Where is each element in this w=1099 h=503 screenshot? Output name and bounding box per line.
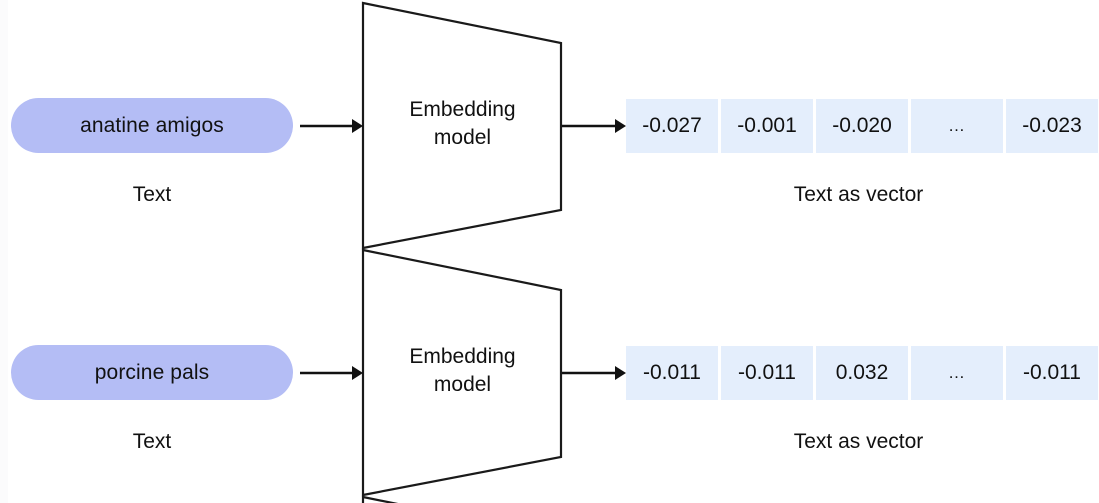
arrow-model-to-vector-2 (562, 366, 626, 380)
vector-cell: -0.027 (626, 99, 718, 153)
vector-row-2: -0.011 -0.011 0.032 … -0.011 (626, 346, 1098, 400)
input-caption-2: Text (132, 430, 172, 453)
embedding-model-label-2-line1: Embedding (409, 345, 516, 368)
embedding-model-label-2-line2: model (433, 372, 492, 396)
embedding-model-label-2: Embedding model (370, 343, 555, 398)
input-caption-1: Text (132, 183, 172, 206)
vector-cell: -0.023 (1006, 99, 1098, 153)
left-edge-band (0, 0, 8, 503)
arrow-model-to-vector-1 (562, 119, 626, 133)
vector-cell: -0.011 (626, 346, 718, 400)
output-caption-1: Text as vector (793, 183, 924, 206)
vector-cell: 0.032 (816, 346, 908, 400)
vector-cell: -0.001 (721, 99, 813, 153)
vector-cell: -0.011 (1006, 346, 1098, 400)
vector-row-1: -0.027 -0.001 -0.020 … -0.023 (626, 99, 1098, 153)
vector-cell-ellipsis: … (911, 346, 1003, 400)
output-caption-2: Text as vector (793, 430, 924, 453)
vector-cell: -0.020 (816, 99, 908, 153)
vector-cell-ellipsis: … (911, 99, 1003, 153)
vector-cell: -0.011 (721, 346, 813, 400)
embedding-model-label-1: Embedding model (370, 96, 555, 151)
embedding-model-label-1-line2: model (433, 125, 492, 149)
arrow-input-to-model-2 (300, 366, 363, 380)
embedding-model-shape-1 (361, 1, 563, 250)
arrow-input-to-model-1 (300, 119, 363, 133)
embedding-model-label-1-line1: Embedding (409, 98, 516, 121)
embedding-model-shape-2 (361, 248, 563, 497)
input-text-pill-1[interactable]: anatine amigos (11, 98, 293, 153)
input-text-pill-2[interactable]: porcine pals (11, 345, 293, 400)
embedding-model-shape-3-partial (361, 495, 399, 503)
